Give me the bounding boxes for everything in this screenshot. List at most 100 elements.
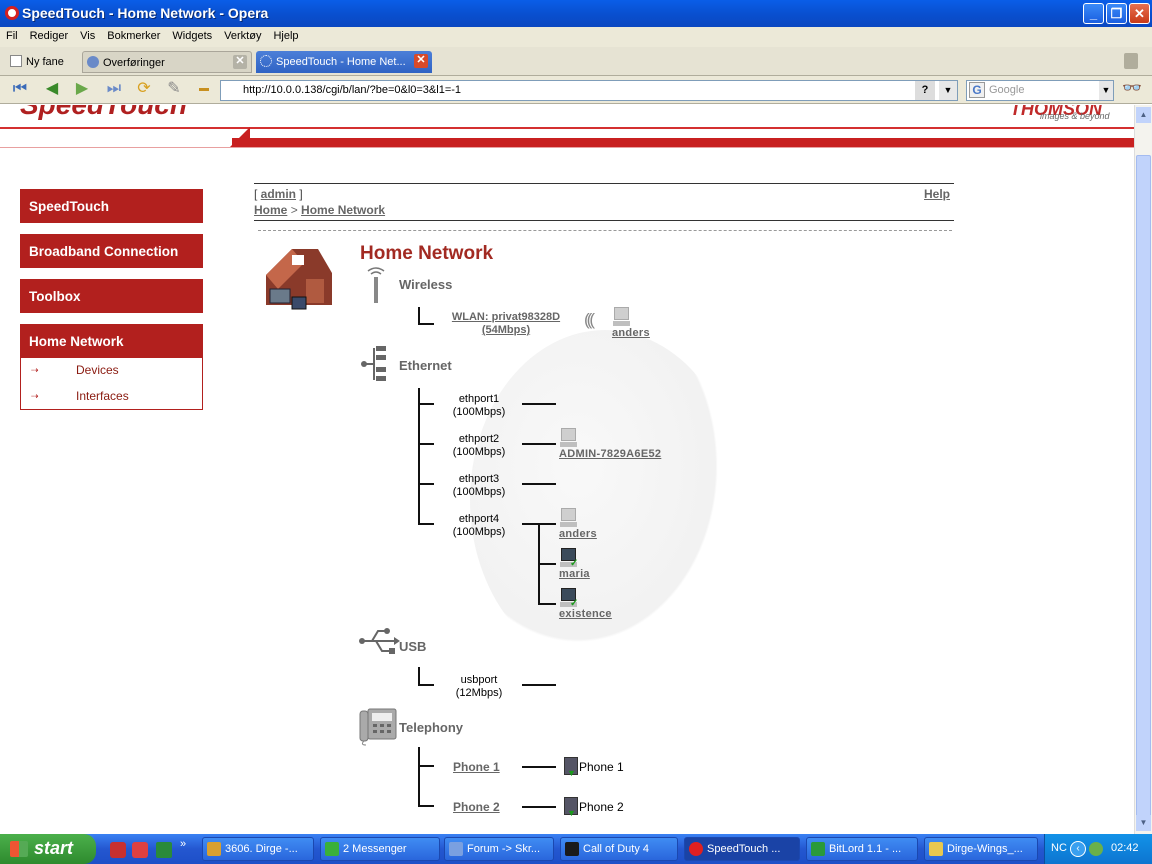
breadcrumb-home[interactable]: Home <box>254 203 288 217</box>
active-computer-icon: ✓ <box>560 588 578 609</box>
tab-transfers[interactable]: Overføringer ✕ <box>82 51 252 73</box>
port-speed: (100Mbps) <box>452 526 506 538</box>
link-line <box>522 684 556 686</box>
users-tray-icon[interactable] <box>1089 842 1103 856</box>
phone2-link[interactable]: Phone 2 <box>453 800 500 814</box>
tab-close-icon[interactable]: ✕ <box>414 54 428 68</box>
device-link-anders[interactable]: anders <box>559 528 597 540</box>
shield-icon[interactable] <box>110 842 126 858</box>
link-line <box>522 403 556 405</box>
thomson-tagline: images & beyond <box>1040 111 1110 121</box>
edit-icon[interactable]: ✎ <box>167 80 181 97</box>
tree-line <box>418 403 434 405</box>
browser-icon <box>449 842 463 856</box>
tab-speedtouch[interactable]: SpeedTouch - Home Net... ✕ <box>256 51 432 73</box>
menu-verktoy[interactable]: Verktøy <box>224 30 262 42</box>
reload-icon[interactable]: ⟳ <box>137 80 151 97</box>
port-ethport1: ethport1 (100Mbps) <box>439 393 519 419</box>
device-link-existence[interactable]: existence <box>559 608 612 620</box>
task-bitlord[interactable]: BitLord 1.1 - ... <box>806 837 918 861</box>
task-messenger[interactable]: 2 Messenger <box>320 837 440 861</box>
telephony-label: Telephony <box>399 720 464 735</box>
sidebar-item-toolbox[interactable]: Toolbox <box>20 279 203 313</box>
task-label: SpeedTouch ... <box>707 843 781 855</box>
sidebar-item-broadband[interactable]: Broadband Connection <box>20 234 203 268</box>
wlan-link-speed[interactable]: (54Mbps) <box>481 324 531 336</box>
search-dropdown-icon[interactable]: ▼ <box>1099 81 1113 100</box>
computer-icon <box>560 508 577 528</box>
help-icon[interactable]: ? <box>915 81 935 100</box>
admin-link[interactable]: admin <box>260 187 297 201</box>
port-speed: (100Mbps) <box>452 446 506 458</box>
winamp-icon <box>207 842 221 856</box>
device-link-anders-wireless[interactable]: anders <box>612 327 650 339</box>
breadcrumb-current[interactable]: Home Network <box>301 203 386 217</box>
task-forum[interactable]: Forum -> Skr... <box>444 837 554 861</box>
device-link-maria[interactable]: maria <box>559 568 590 580</box>
task-dirge[interactable]: 3606. Dirge -... <box>202 837 314 861</box>
phone1-link[interactable]: Phone 1 <box>453 760 500 774</box>
menu-hjelp[interactable]: Hjelp <box>273 30 299 42</box>
speedtouch-logo: SpeedTouch <box>20 105 187 121</box>
tray-expand-icon[interactable]: ‹ <box>1070 841 1086 857</box>
url-dropdown-icon[interactable]: ▼ <box>939 81 957 100</box>
sidebar-item-home-network[interactable]: Home Network <box>20 324 203 358</box>
sidebar-item-speedtouch[interactable]: SpeedTouch <box>20 189 203 223</box>
imdb-icon[interactable]: ▬ <box>199 83 209 94</box>
device-link-admin[interactable]: ADMIN-7829A6E52 <box>559 448 662 460</box>
header-top-rule <box>254 183 954 184</box>
menu-bokmerker[interactable]: Bokmerker <box>107 30 161 42</box>
url-input[interactable]: http://10.0.0.138/cgi/b/lan/?be=0&l0=3&l… <box>220 80 958 101</box>
trash-icon[interactable] <box>1124 53 1138 69</box>
fast-forward-icon[interactable]: ⏭ <box>106 80 122 97</box>
back-icon[interactable]: ◀ <box>45 80 59 97</box>
task-speedtouch[interactable]: SpeedTouch ... <box>684 837 800 861</box>
help-link[interactable]: Help <box>924 187 951 201</box>
maximize-button[interactable]: ❐ <box>1106 3 1127 24</box>
start-button[interactable]: start <box>0 834 96 864</box>
menu-vis[interactable]: Vis <box>80 30 96 42</box>
wlan-link[interactable]: WLAN: privat98328D (54Mbps) <box>438 311 574 337</box>
url-text: http://10.0.0.138/cgi/b/lan/?be=0&l0=3&l… <box>243 84 462 96</box>
taskbar: start » 3606. Dirge -... 2 Messenger For… <box>0 834 1152 864</box>
background-watermark <box>470 330 740 670</box>
vertical-scrollbar[interactable]: ▲ ▼ <box>1134 105 1152 834</box>
tab-close-icon[interactable]: ✕ <box>233 55 247 69</box>
sidebar-subitem-devices[interactable]: Devices <box>76 363 119 377</box>
scroll-up-icon[interactable]: ▲ <box>1136 107 1151 123</box>
task-folder[interactable]: Dirge-Wings_... <box>924 837 1038 861</box>
rewind-icon[interactable]: ⏮ <box>12 80 28 97</box>
link-line <box>522 483 556 485</box>
menu-rediger[interactable]: Rediger <box>29 30 69 42</box>
task-cod4[interactable]: Call of Duty 4 <box>560 837 678 861</box>
phone-device-icon: ▼ <box>564 757 578 778</box>
new-tab-icon <box>10 55 22 67</box>
house-icon <box>266 249 332 310</box>
scroll-thumb[interactable] <box>1136 155 1151 817</box>
link-line <box>522 766 556 768</box>
ethernet-icon <box>361 346 386 381</box>
scroll-down-icon[interactable]: ▼ <box>1136 815 1151 831</box>
sidebar-subitem-interfaces[interactable]: Interfaces <box>76 389 129 403</box>
breadcrumb: Home > Home Network <box>254 203 385 217</box>
excel-icon[interactable] <box>156 842 172 858</box>
minimize-button[interactable]: _ <box>1083 3 1104 24</box>
port-speed: (12Mbps) <box>455 687 503 699</box>
new-tab-button[interactable]: Ny fane <box>6 51 78 73</box>
wlan-link-name[interactable]: WLAN: privat98328D <box>451 311 561 323</box>
tree-line <box>418 483 434 485</box>
forward-icon[interactable]: ▶ <box>75 80 89 97</box>
usb-icon <box>359 628 400 654</box>
menu-fil[interactable]: Fil <box>6 30 18 42</box>
antivirus-icon[interactable] <box>132 842 148 858</box>
search-input[interactable]: G Google ▼ <box>966 80 1114 101</box>
quicklaunch-chevron-icon[interactable]: » <box>180 838 187 850</box>
menu-widgets[interactable]: Widgets <box>172 30 213 42</box>
binoculars-icon[interactable]: 👓 <box>1122 80 1142 97</box>
close-button[interactable]: ✕ <box>1129 3 1150 24</box>
telephone-icon <box>359 708 397 746</box>
menu-bar: Fil Rediger Vis Bokmerker Widgets Verktøy Hjel… <box>0 27 1152 47</box>
address-bar: ⏮ ◀ ▶ ⏭ ⟳ ✎ ▬ http://10.0.0.138/cgi/b/la… <box>0 76 1152 104</box>
phone-device-icon: ▼ <box>564 797 578 818</box>
tab-bar: Ny fane Overføringer ✕ SpeedTouch - Home… <box>0 47 1152 76</box>
